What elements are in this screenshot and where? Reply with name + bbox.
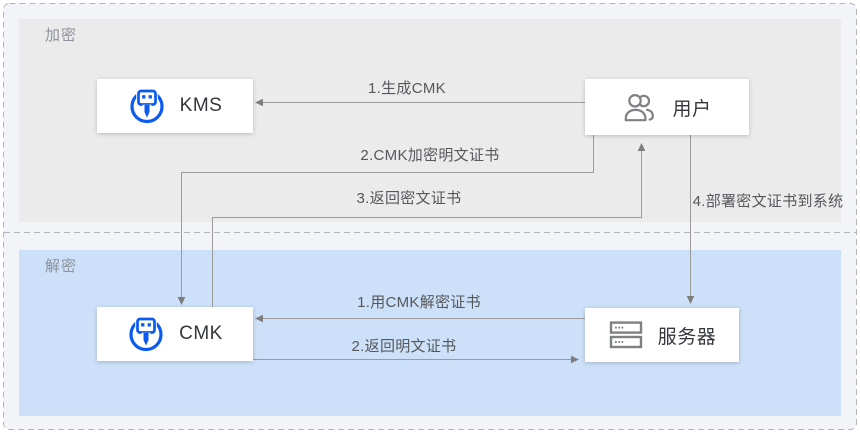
- node-cmk-label: CMK: [179, 323, 223, 344]
- edge-label-decrypt-cert: 1.用CMK解密证书: [357, 294, 481, 311]
- edge-label-generate-cmk: 1.生成CMK: [368, 80, 446, 97]
- node-cmk: CMK: [97, 307, 253, 361]
- node-user-label: 用户: [672, 98, 712, 120]
- node-user: 用户: [585, 79, 749, 135]
- decrypt-section-label: 解密: [45, 258, 78, 275]
- edge-label-encrypt-cert: 2.CMK加密明文证书: [360, 147, 500, 164]
- key-circle-icon: [129, 316, 163, 352]
- server-icon: [609, 321, 642, 349]
- key-circle-icon: [130, 88, 164, 124]
- node-kms-label: KMS: [179, 95, 223, 116]
- users-icon: [625, 93, 655, 121]
- node-kms: KMS: [97, 79, 253, 133]
- node-server-label: 服务器: [657, 326, 717, 348]
- node-server: 服务器: [585, 308, 739, 362]
- encrypt-section-label: 加密: [45, 27, 78, 44]
- edge-label-deploy-cert: 4.部署密文证书到系统: [692, 193, 844, 210]
- edge-label-return-cipher-cert: 3.返回密文证书: [356, 190, 462, 207]
- edge-label-return-plain-cert: 2.返回明文证书: [351, 338, 457, 355]
